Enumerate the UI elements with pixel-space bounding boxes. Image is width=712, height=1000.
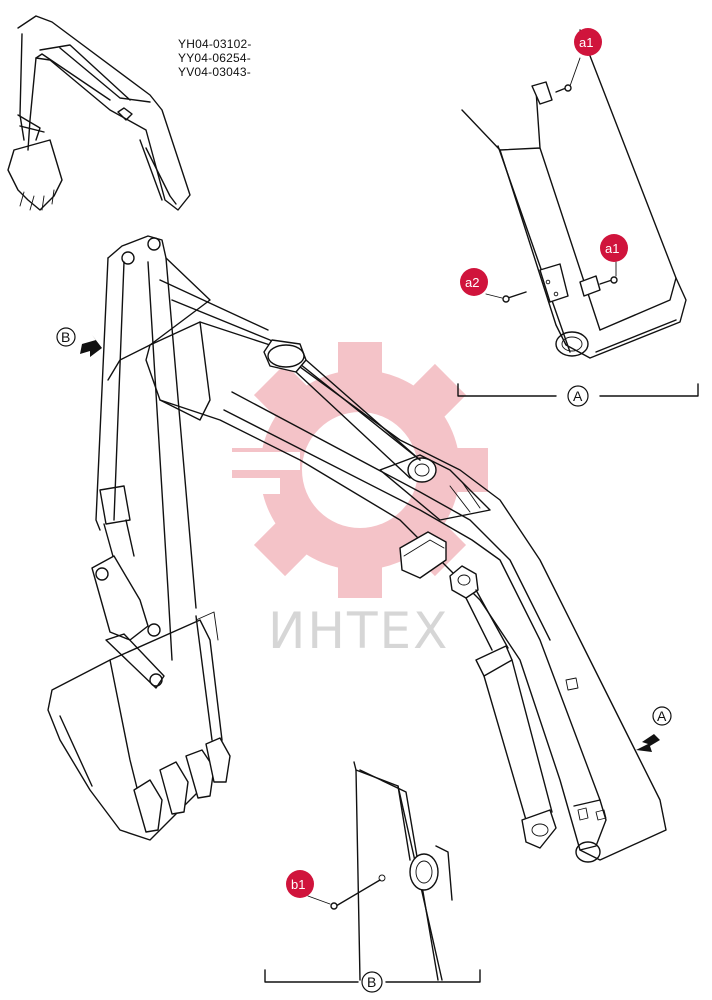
callout-a1-mid-label: a1 [605, 241, 619, 256]
callout-a1-mid[interactable]: a1 [600, 234, 628, 277]
view-arrow-a [636, 734, 660, 752]
callout-b1-label: b1 [291, 877, 305, 892]
watermark-logo: ИНТЕХ [210, 342, 488, 660]
watermark-text: ИНТЕХ [268, 602, 449, 660]
callout-a1-top-label: a1 [579, 35, 593, 50]
view-label-arrow-b: B [56, 327, 76, 347]
view-label-arrow-a: A [652, 706, 672, 726]
serial-ranges: YH04-03102- YY04-06254- YV04-03043- [178, 37, 252, 79]
view-arrow-b [80, 335, 102, 357]
main-excavator [47, 235, 667, 863]
view-label-detail-b: B [361, 971, 383, 993]
view-label-detail-a-text: A [573, 388, 583, 404]
serial-range-1: YH04-03102- [178, 37, 252, 51]
callout-a2-label: a2 [465, 275, 479, 290]
serial-range-2: YY04-06254- [178, 51, 251, 65]
view-label-detail-b-text: B [367, 974, 376, 990]
overview-excavator [7, 15, 191, 211]
callout-b1[interactable]: b1 [286, 870, 331, 905]
callout-a2[interactable]: a2 [460, 268, 503, 299]
callout-a1-top[interactable]: a1 [569, 28, 602, 87]
detail-a [457, 29, 699, 397]
view-label-arrow-b-text: B [61, 329, 70, 345]
serial-range-3: YV04-03043- [178, 65, 251, 79]
detail-b [264, 761, 481, 983]
view-label-detail-a: A [567, 385, 589, 407]
view-label-arrow-a-text: A [657, 708, 667, 724]
